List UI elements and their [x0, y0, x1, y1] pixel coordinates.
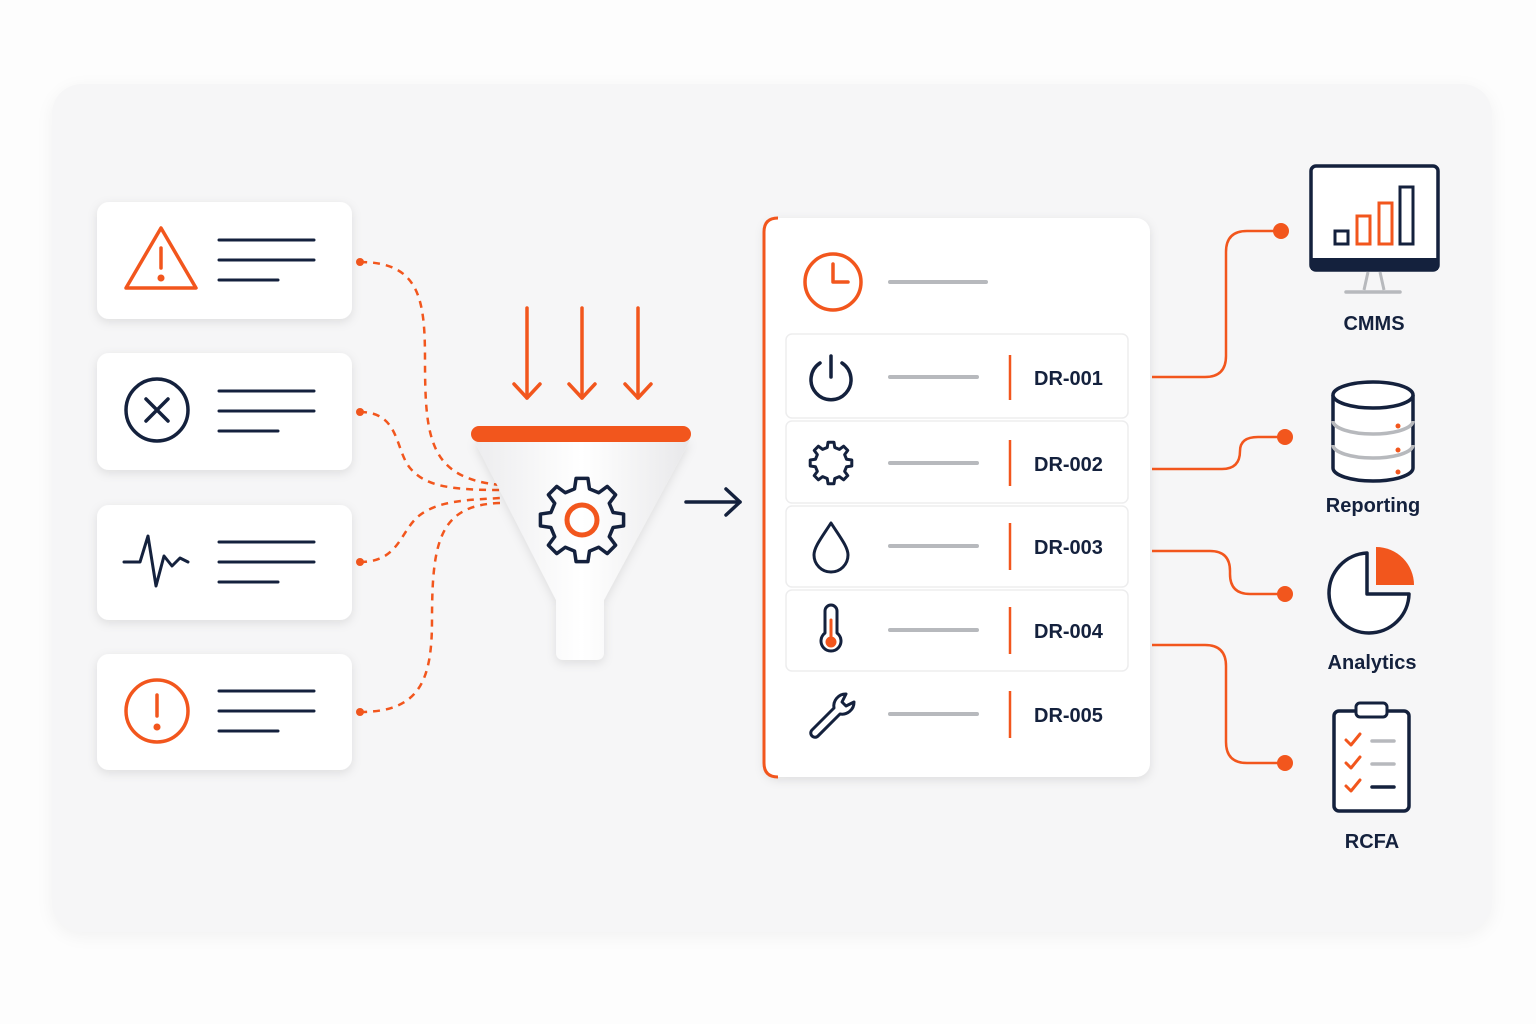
input-arrows	[512, 306, 653, 400]
source-card-4	[97, 654, 352, 770]
output-rcfa: RCFA	[1332, 701, 1411, 853]
pie-chart-icon	[1327, 547, 1414, 635]
connector-dot-2	[356, 408, 364, 416]
alert-circle-icon	[124, 678, 190, 744]
output-dot	[1277, 429, 1293, 445]
gear-icon	[538, 476, 626, 564]
record-id: DR-005	[1034, 705, 1103, 727]
gear-outline-icon	[808, 440, 854, 486]
text-lines	[217, 689, 316, 733]
connector-dot-3	[356, 558, 364, 566]
droplet-icon	[812, 521, 850, 574]
record-id: DR-001	[1034, 368, 1103, 390]
output-dot	[1277, 755, 1293, 771]
output-cmms: CMMS	[1309, 164, 1440, 335]
processing-funnel	[471, 426, 691, 660]
connector-source-4	[359, 501, 501, 714]
record-row: DR-003	[785, 505, 1129, 588]
pulse-waveform-icon	[122, 534, 190, 588]
record-id: DR-003	[1034, 537, 1103, 559]
output-connectors	[1152, 229, 1284, 765]
source-card-2	[97, 353, 352, 470]
record-id: DR-004	[1034, 621, 1104, 643]
record-row: DR-001	[785, 333, 1129, 419]
text-lines	[217, 540, 316, 584]
source-connectors	[359, 260, 501, 714]
funnel-rim	[471, 426, 691, 442]
connector-source-3	[359, 496, 501, 564]
connector-dots	[356, 258, 364, 716]
source-card-3	[97, 505, 352, 620]
arrow-right-icon	[684, 487, 742, 517]
clipboard-checklist-icon	[1332, 701, 1411, 813]
arrow-down-icon	[512, 306, 542, 400]
output-label: Analytics	[1328, 652, 1417, 674]
connector-analytics	[1152, 549, 1284, 596]
records-panel: DR-001 DR-002 DR-003	[762, 216, 1150, 779]
connector-rcfa	[1152, 643, 1284, 765]
output-label: RCFA	[1345, 831, 1399, 853]
output-label: CMMS	[1343, 313, 1404, 335]
database-icon	[1331, 380, 1415, 483]
output-dot	[1277, 586, 1293, 602]
wrench-icon	[809, 692, 856, 739]
connector-source-2	[359, 410, 501, 492]
output-dot	[1273, 223, 1289, 239]
source-card-1	[97, 202, 352, 319]
record-id: DR-002	[1034, 454, 1103, 476]
output-reporting: Reporting	[1326, 380, 1420, 517]
connector-reporting	[1152, 435, 1284, 471]
connector-dot-1	[356, 258, 364, 266]
text-lines	[217, 389, 316, 433]
arrow-down-icon	[567, 306, 597, 400]
power-icon	[809, 354, 853, 402]
output-analytics: Analytics	[1327, 547, 1417, 674]
record-row: DR-002	[785, 420, 1129, 504]
text-lines	[217, 238, 316, 282]
error-circle-icon	[124, 377, 190, 443]
warning-triangle-icon	[124, 226, 198, 290]
connector-dot-4	[356, 708, 364, 716]
connector-source-1	[359, 260, 501, 487]
clock-icon	[803, 252, 863, 312]
output-dots	[1273, 223, 1293, 771]
output-label: Reporting	[1326, 495, 1420, 517]
monitor-bar-chart-icon	[1309, 164, 1440, 294]
record-row: DR-005	[785, 673, 1129, 757]
arrow-down-icon	[623, 306, 653, 400]
record-row: DR-004	[785, 589, 1129, 672]
connector-cmms	[1152, 229, 1280, 379]
thermometer-icon	[819, 603, 843, 653]
